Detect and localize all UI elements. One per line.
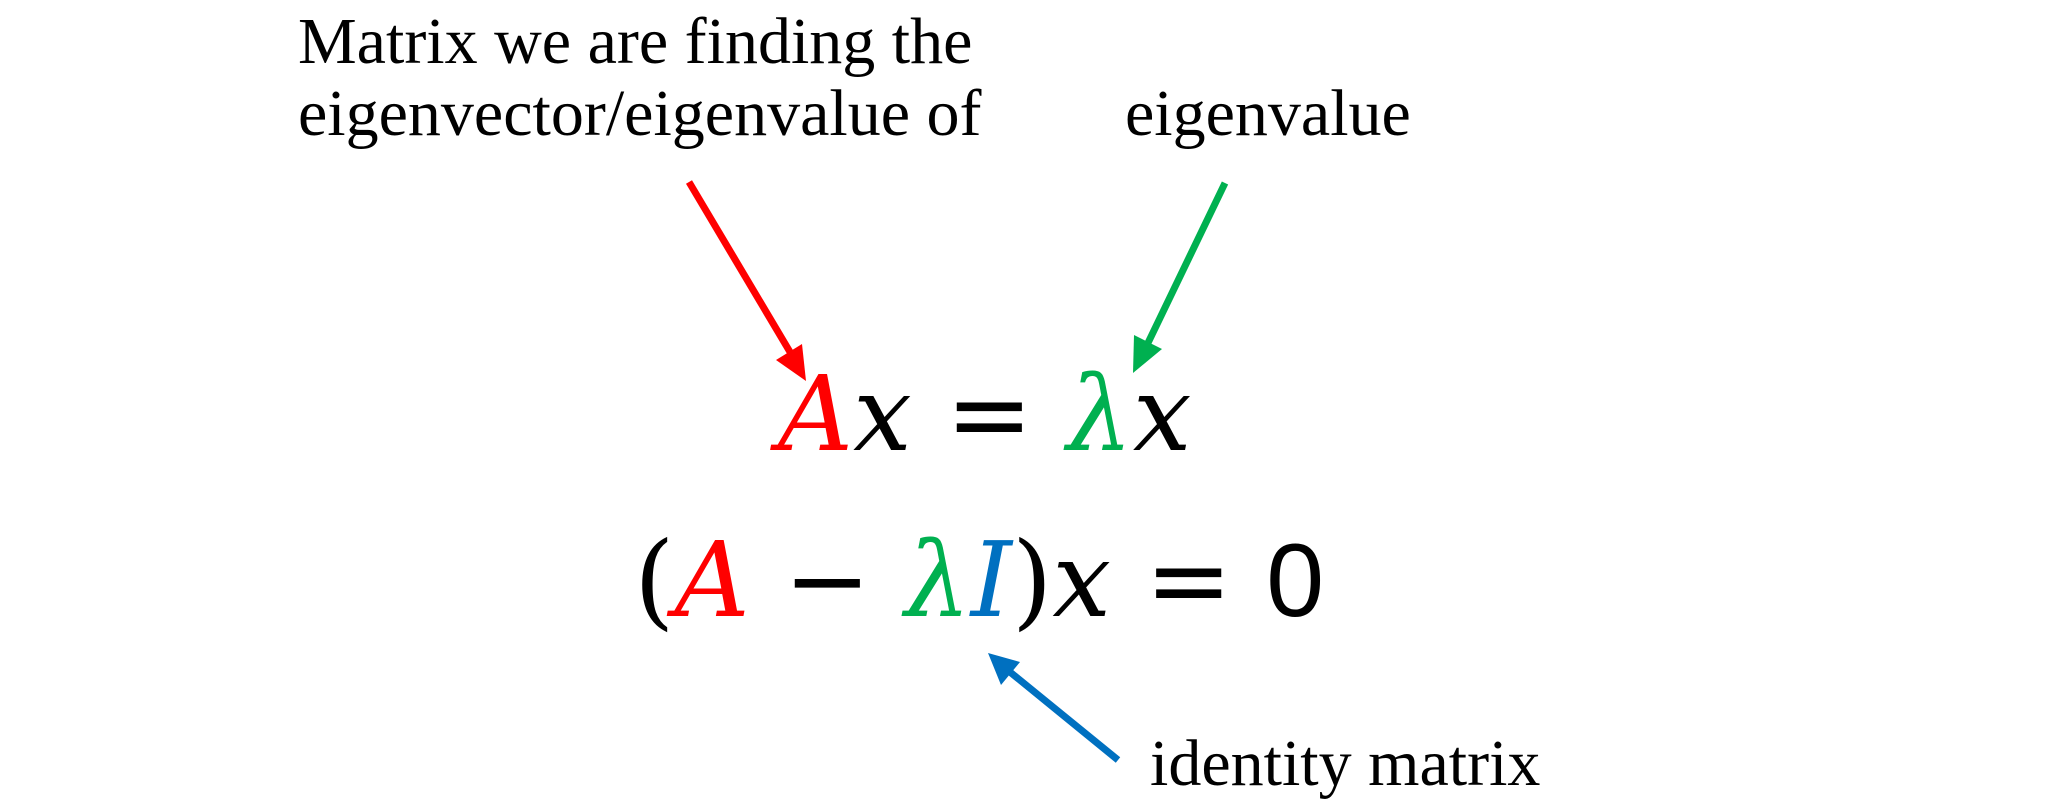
- open-paren: (: [634, 519, 675, 641]
- equals-sign: =: [945, 353, 1033, 475]
- matrix-label: Matrix we are finding the eigenvector/ei…: [298, 6, 982, 150]
- matrix-A: A: [778, 353, 854, 475]
- vector-x: x: [1052, 519, 1112, 641]
- identity-matrix-label: identity matrix: [1150, 727, 1541, 800]
- green-arrow-icon: [1133, 181, 1229, 373]
- blue-arrow-icon: [988, 653, 1121, 763]
- close-paren: ): [1011, 519, 1053, 641]
- matrix-label-line1: Matrix we are finding the: [298, 5, 973, 78]
- matrix-A: A: [674, 519, 750, 641]
- lambda-eigenvalue: λ: [904, 519, 971, 641]
- eigenvalue-label: eigenvalue: [1125, 77, 1411, 150]
- zero-vector: 0: [1266, 523, 1325, 639]
- red-arrow-icon: [685, 180, 806, 381]
- minus-sign: −: [783, 519, 871, 641]
- vector-x: x: [853, 353, 912, 475]
- equation-eigen: Ax=λx: [778, 362, 1191, 466]
- vector-x: x: [1132, 353, 1192, 475]
- matrix-label-line2: eigenvector/eigenvalue of: [298, 77, 982, 150]
- equation-characteristic: (A−λI)x=0: [634, 528, 1324, 633]
- equals-sign: =: [1145, 519, 1233, 641]
- lambda-eigenvalue: λ: [1066, 353, 1133, 475]
- identity-I: I: [970, 519, 1012, 641]
